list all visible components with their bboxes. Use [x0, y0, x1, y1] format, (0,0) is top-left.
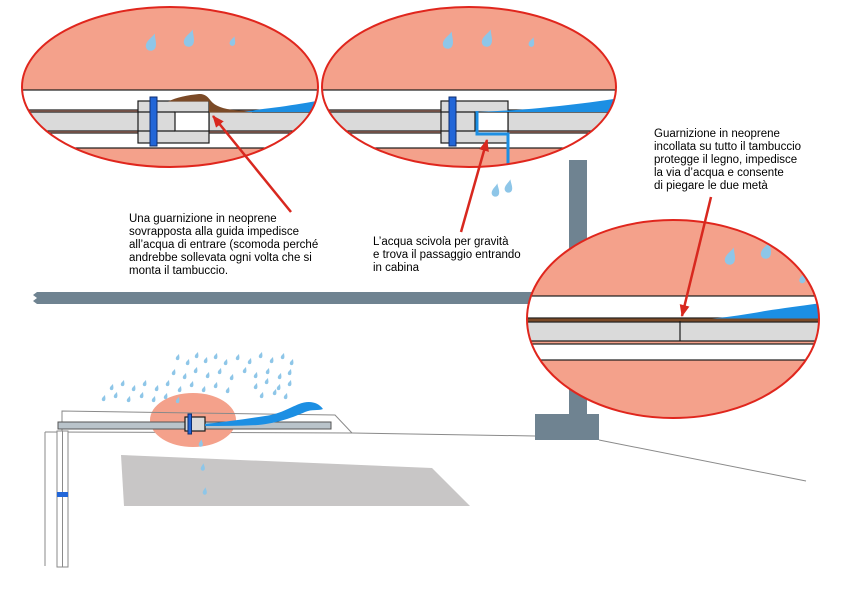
deck-line — [351, 432, 536, 437]
caption-line: monta il tambuccio. — [129, 265, 229, 277]
raindrop — [120, 379, 126, 387]
pointer-arrows — [212, 115, 713, 317]
raindrop — [213, 352, 219, 360]
raindrop — [277, 372, 283, 380]
raindrop — [289, 358, 295, 366]
raindrop — [242, 366, 248, 374]
raindrop — [280, 352, 286, 360]
hull-sheer-line — [598, 439, 807, 482]
post-base — [535, 414, 599, 440]
caption-line: andrebbe sollevata ogni volta che si — [129, 252, 312, 264]
clamp-bolt — [448, 96, 457, 147]
raindrop — [193, 366, 199, 374]
raindrop — [131, 384, 137, 392]
caption-line: all’acqua di entrare (scomoda perché — [129, 239, 319, 251]
raindrop — [185, 358, 191, 366]
detail-water-leak — [321, 6, 617, 198]
pointer-arrow-water-leak — [459, 139, 489, 233]
raindrop — [151, 395, 157, 403]
caption-line: L’acqua scivola per gravità — [373, 236, 509, 248]
raindrop — [194, 351, 200, 359]
raindrop — [272, 388, 278, 396]
raindrop — [189, 380, 195, 388]
raindrop — [225, 386, 231, 394]
water-on-hatch — [205, 401, 323, 426]
caption-line: protegge il legno, impedisce — [654, 154, 798, 166]
detail-outline — [321, 6, 617, 168]
neoprene-gasket-strip — [527, 318, 819, 322]
caption-line: di piegare le due metà — [654, 180, 768, 192]
small-rail-clamp — [184, 413, 206, 435]
caption-overlapping-gasket: Una guarnizione in neoprene sovrapposta … — [129, 213, 318, 278]
hatch-bottom-band — [527, 343, 819, 361]
caption-line: sovrapposta alla guida impedisce — [129, 226, 300, 238]
raindrop — [213, 381, 219, 389]
raindrop — [217, 367, 223, 375]
water — [712, 303, 819, 319]
raindrop — [264, 377, 270, 385]
neoprene-gasket-overlay — [168, 93, 252, 113]
raindrop — [269, 356, 275, 364]
caption-water-leak: L’acqua scivola per gravità e trova il p… — [373, 236, 521, 275]
raindrop — [283, 392, 289, 400]
rail-clamp — [137, 100, 210, 144]
raindrop — [175, 353, 181, 361]
raindrop — [287, 379, 293, 387]
water-leak-path — [475, 111, 510, 167]
caption-line: la via d’acqua e consente — [654, 167, 784, 179]
raindrop — [142, 379, 148, 387]
raindrop — [235, 353, 241, 361]
detail-overlapping-gasket — [21, 6, 319, 168]
sliding-hatch-outline — [61, 410, 353, 434]
raindrop — [253, 382, 259, 390]
caption-glued-gasket: Guarnizione in neoprene incollata su tut… — [654, 128, 801, 193]
raindrop — [126, 395, 132, 403]
hatch-top-band — [527, 295, 819, 319]
raindrop — [139, 391, 145, 399]
raindrop — [503, 178, 515, 194]
raindrop — [287, 368, 293, 376]
raindrop — [253, 371, 259, 379]
pointer-arrow-overlapping-gasket — [212, 115, 292, 213]
clamp-bolt — [149, 96, 158, 147]
raindrop — [265, 367, 271, 375]
water — [478, 98, 616, 112]
raindrop — [154, 384, 160, 392]
raindrop — [258, 351, 264, 359]
small-clamp-bolt — [187, 413, 192, 435]
raindrop — [171, 368, 177, 376]
raindrop — [205, 371, 211, 379]
raindrop — [182, 372, 188, 380]
raindrop — [247, 357, 253, 365]
boat-section-sketch — [44, 351, 807, 568]
raindrop — [177, 385, 183, 393]
cabin-interior-shape — [121, 455, 470, 506]
detail-glued-gasket — [526, 219, 820, 419]
raindrop — [165, 379, 171, 387]
deck-beam — [33, 292, 578, 304]
support-structure — [33, 160, 599, 440]
raindrop — [229, 373, 235, 381]
caption-line: e trova il passaggio entrando — [373, 249, 521, 261]
raindrop — [113, 391, 119, 399]
detail-outline — [526, 219, 820, 419]
raindrop — [201, 385, 207, 393]
companionway-latch — [57, 492, 68, 497]
raindrop — [276, 383, 282, 391]
guide-rail-band — [527, 321, 819, 342]
raindrop — [109, 383, 115, 391]
raindrop — [101, 394, 107, 402]
caption-line: Una guarnizione in neoprene — [129, 213, 277, 225]
raindrop — [223, 358, 229, 366]
water — [244, 100, 318, 112]
raindrop — [259, 391, 265, 399]
pointer-arrow-glued-gasket — [679, 196, 713, 317]
raindrop — [490, 182, 502, 198]
caption-line: Guarnizione in neoprene — [654, 128, 780, 140]
caption-line: in cabina — [373, 262, 420, 274]
detail-outline — [21, 6, 319, 168]
raindrop — [203, 356, 209, 364]
caption-line: incollata su tutto il tambuccio — [654, 141, 802, 153]
